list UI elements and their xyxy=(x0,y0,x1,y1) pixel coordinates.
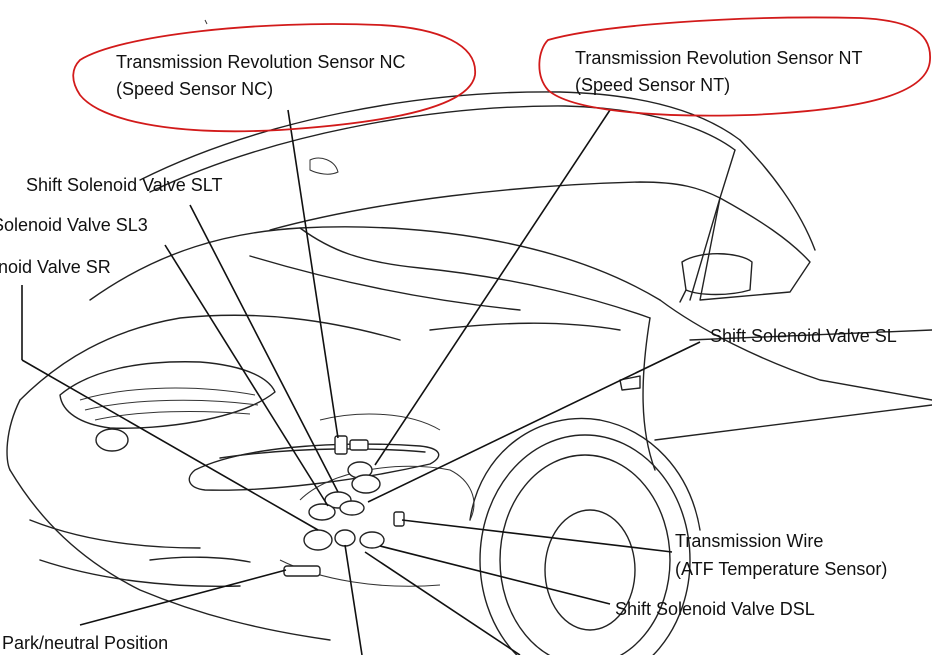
car-body xyxy=(6,91,932,660)
sl-valve-label: Shift Solenoid Valve SL xyxy=(710,326,897,346)
dsl-valve-label: Shift Solenoid Valve DSL xyxy=(615,599,815,619)
transmission-parts xyxy=(283,435,405,577)
park-neutral-label: Park/neutral Position xyxy=(2,633,169,653)
sl3-valve-label: Solenoid Valve SL3 xyxy=(0,215,148,235)
sr-valve-label: noid Valve SR xyxy=(0,257,111,277)
nc-annotation-circle xyxy=(72,23,476,133)
nt-sensor-label: Transmission Revolution Sensor NT xyxy=(575,48,863,68)
nt-annotation-circle xyxy=(538,16,931,117)
nc-sensor-label: Transmission Revolution Sensor NC xyxy=(116,52,406,72)
atf-sensor-sublabel: (ATF Temperature Sensor) xyxy=(675,559,888,579)
nt-sensor-sublabel: (Speed Sensor NT) xyxy=(575,75,731,95)
leader-lines xyxy=(21,109,701,656)
slt-valve-label: Shift Solenoid Valve SLT xyxy=(26,175,223,195)
nc-sensor-sublabel: (Speed Sensor NC) xyxy=(116,79,274,99)
transmission-wire-label: Transmission Wire xyxy=(675,531,824,551)
